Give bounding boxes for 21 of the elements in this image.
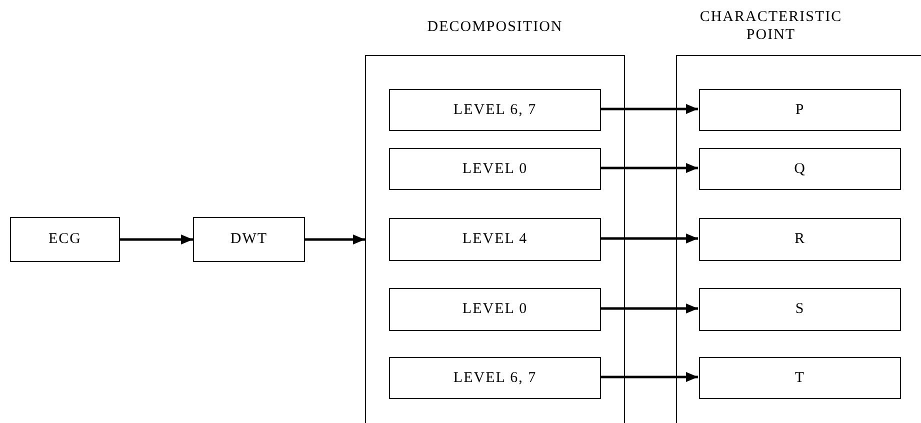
process-box: R (699, 218, 901, 261)
arrow (600, 304, 698, 314)
panel-heading: DECOMPOSITION (426, 18, 564, 36)
process-box: LEVEL 6, 7 (389, 357, 601, 399)
process-box: LEVEL 6, 7 (389, 89, 601, 131)
process-box: T (699, 357, 901, 399)
panel-heading: CHARACTERISTIC POINT (698, 8, 844, 44)
arrow (600, 372, 698, 382)
process-box: ECG (10, 217, 120, 262)
arrow (305, 234, 365, 244)
process-box: LEVEL 0 (389, 288, 601, 331)
arrow (120, 234, 193, 244)
process-box: Q (699, 148, 901, 190)
arrow (600, 104, 698, 114)
arrow (600, 234, 698, 244)
process-box: S (699, 288, 901, 331)
process-box: P (699, 89, 901, 131)
process-box: LEVEL 0 (389, 148, 601, 190)
process-box: LEVEL 4 (389, 218, 601, 261)
arrow (600, 163, 698, 173)
process-box: DWT (193, 217, 305, 262)
